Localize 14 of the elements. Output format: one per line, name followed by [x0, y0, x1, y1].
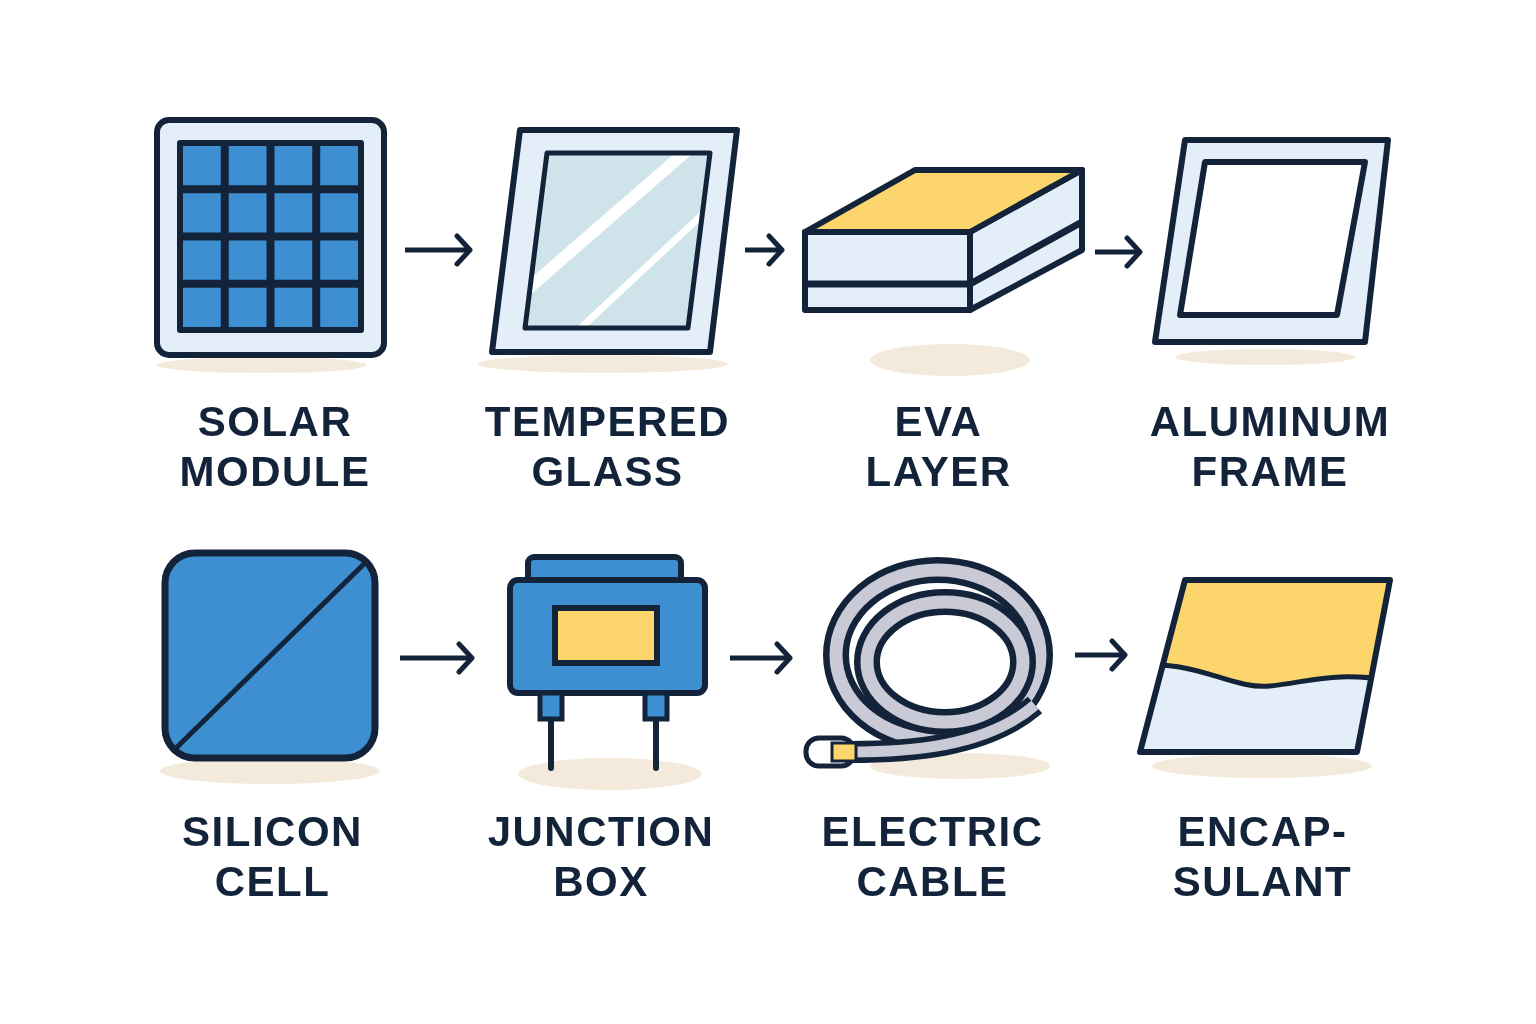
node-label: TEMPERED GLASS — [484, 397, 731, 497]
arrow — [730, 641, 793, 675]
node-label: JUNCTION BOX — [487, 807, 715, 907]
node-label: SOLAR MODULE — [179, 397, 371, 497]
node-label: EVA LAYER — [865, 397, 1012, 497]
node-label: ENCAP- SULANT — [1172, 807, 1353, 907]
arrow — [745, 233, 785, 267]
node-label: ELECTRIC CABLE — [821, 807, 1044, 907]
arrow — [1095, 235, 1143, 269]
node-label: SILICON CELL — [182, 807, 363, 907]
arrow — [400, 641, 475, 675]
arrow — [1075, 638, 1128, 672]
node-label: ALUMINUM FRAME — [1149, 397, 1391, 497]
arrow — [405, 233, 473, 267]
